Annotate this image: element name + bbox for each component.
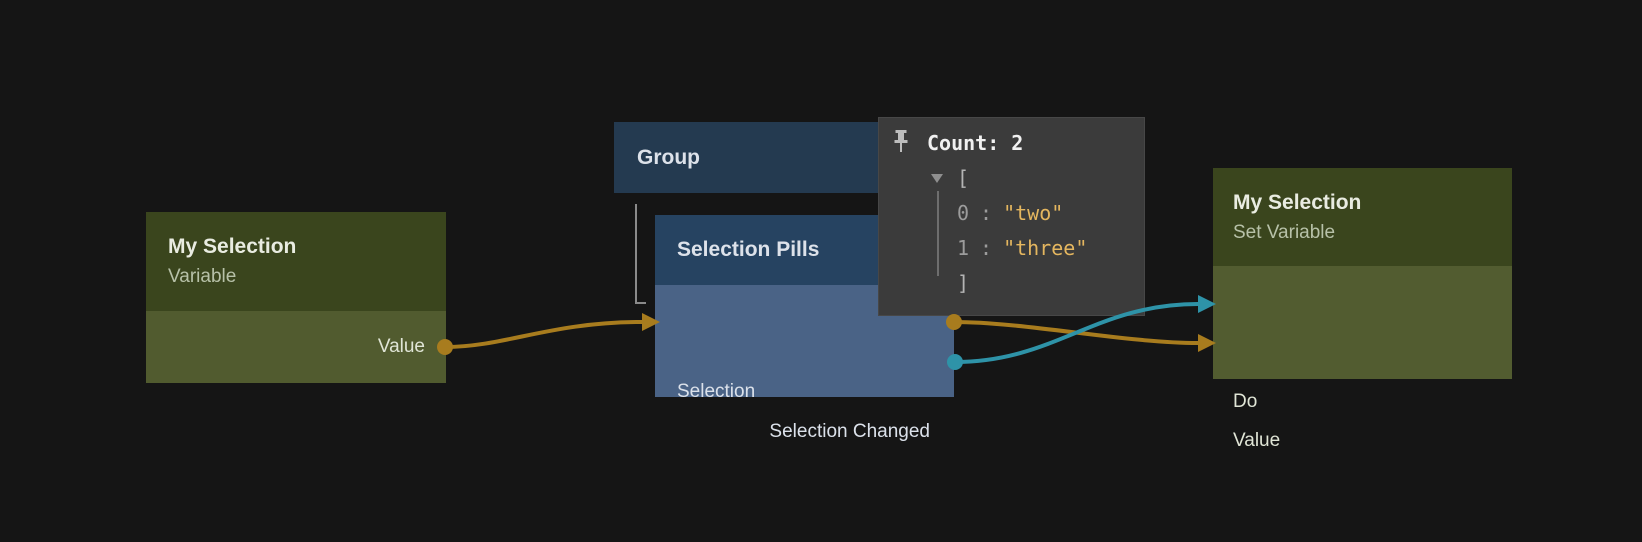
wire-value-to-selection (444, 320, 643, 349)
node-variable-body: Value (146, 311, 446, 383)
separator: : (980, 236, 993, 260)
group-containment-line (635, 204, 646, 304)
node-title: My Selection (1233, 191, 1362, 214)
array-index: 1 (957, 236, 970, 260)
port-label-selection-in: Selection (677, 381, 756, 402)
node-set-variable[interactable]: My Selection Set Variable Do Value (1213, 168, 1512, 451)
pinned-value-inspector[interactable]: Count: 2 [ 0: "two" 1: "three" ] (878, 117, 1145, 316)
array-close-bracket: ] (957, 271, 970, 295)
port-label-selection-changed-out: Selection Changed (769, 421, 930, 442)
node-selection-pills[interactable]: Selection Pills Selection Selection Chan… (655, 215, 954, 442)
array-value: "three" (1003, 236, 1088, 260)
port-label-value-out: Value (377, 336, 425, 357)
node-set-variable-header[interactable]: My Selection Set Variable (1213, 168, 1512, 266)
array-item: 1: "three" (957, 235, 1087, 261)
inspector-count-label: Count: 2 (927, 131, 1024, 155)
node-title: My Selection (168, 235, 297, 258)
array-value: "two" (1003, 201, 1064, 225)
wire-selection-to-value (953, 320, 1199, 345)
array-index: 0 (957, 201, 970, 225)
separator: : (980, 201, 993, 225)
node-title: Group (637, 145, 700, 169)
pushpin-icon[interactable] (893, 130, 909, 153)
node-title: Selection Pills (677, 238, 820, 261)
array-open-bracket: [ (957, 166, 970, 190)
port-label-value-in: Value (1233, 430, 1281, 451)
node-subtitle: Set Variable (1233, 222, 1336, 243)
collapse-triangle-icon[interactable] (931, 174, 943, 183)
indent-guide-line (937, 191, 939, 276)
node-subtitle: Variable (168, 266, 237, 287)
port-label-do-in: Do (1233, 391, 1258, 412)
array-item: 0: "two" (957, 200, 1063, 226)
node-set-variable-body: Do Value (1213, 266, 1512, 451)
node-variable-header[interactable]: My Selection Variable (146, 212, 446, 311)
node-variable[interactable]: My Selection Variable Value (146, 212, 446, 383)
